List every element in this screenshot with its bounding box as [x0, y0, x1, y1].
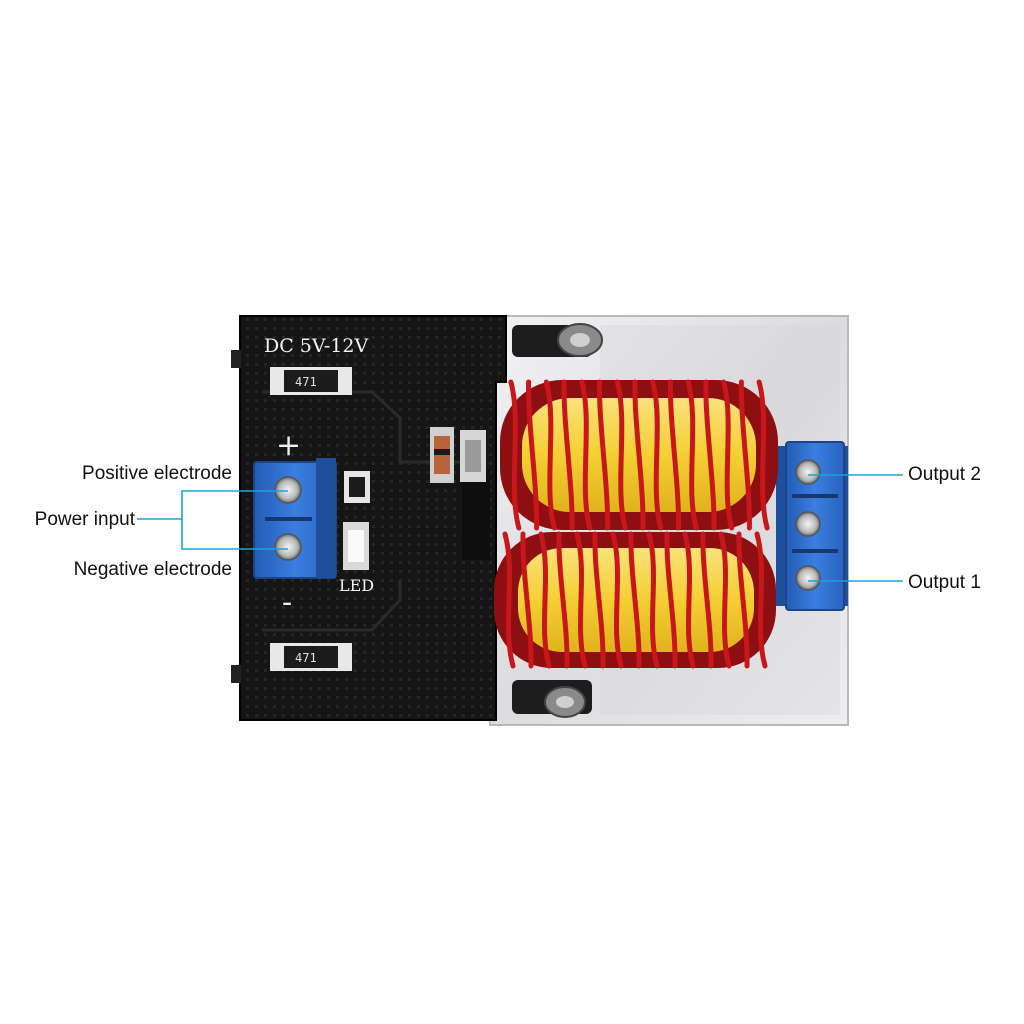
copper-winding [718, 531, 732, 669]
copper-winding [664, 531, 678, 669]
copper-winding [754, 531, 768, 669]
svg-text:471: 471 [295, 375, 317, 389]
copper-winding [574, 531, 588, 669]
smd-resistor-small [344, 471, 370, 503]
power-terminal-block [253, 458, 337, 579]
copper-winding [526, 379, 540, 531]
copper-winding [682, 531, 696, 669]
mosfet-top [512, 323, 603, 357]
diode [430, 427, 454, 483]
copper-winding [736, 531, 750, 669]
output-screw-mid [795, 511, 821, 537]
copper-winding [667, 379, 682, 531]
pcb-board [231, 315, 507, 721]
copper-winding [650, 379, 664, 531]
copper-winding [610, 531, 624, 669]
copper-winding [646, 531, 660, 669]
resistor-top: 471 [270, 367, 352, 395]
toroid-inductor-bottom [494, 531, 776, 669]
led [343, 522, 369, 570]
copper-winding [508, 379, 522, 531]
copper-winding [561, 379, 575, 531]
copper-winding [543, 379, 557, 531]
copper-winding [703, 379, 717, 531]
negative-electrode-label: Negative electrode [73, 559, 232, 580]
svg-text:471: 471 [295, 651, 317, 665]
copper-winding [502, 531, 516, 669]
output-1-label: Output 1 [908, 572, 981, 593]
copper-winding [596, 379, 611, 531]
copper-winding [756, 379, 770, 531]
copper-winding [520, 531, 534, 669]
output-2-label: Output 2 [908, 464, 981, 485]
output-screw-1 [795, 565, 821, 591]
resistor-bottom: 471 [270, 643, 352, 671]
copper-winding [685, 379, 699, 531]
positive-electrode-label: Positive electrode [82, 463, 232, 484]
copper-winding [721, 379, 735, 531]
copper-winding [538, 531, 552, 669]
copper-winding [614, 379, 628, 531]
led-label: LED [339, 576, 374, 595]
mosfet-bottom [512, 680, 592, 718]
plus-marking: + [276, 428, 301, 463]
copper-winding [556, 531, 570, 669]
output-terminal-block [776, 441, 848, 611]
copper-winding [592, 531, 606, 669]
output-screw-2 [795, 459, 821, 485]
positive-screw [274, 476, 302, 504]
copper-winding [628, 531, 642, 669]
minus-marking: - [282, 585, 292, 620]
voltage-label: DC 5V-12V [264, 335, 368, 357]
copper-winding [579, 379, 593, 531]
power-input-label: Power input [34, 509, 135, 530]
copper-winding [700, 531, 714, 669]
negative-screw [274, 533, 302, 561]
leader-lines [137, 474, 903, 582]
copper-winding [738, 379, 752, 531]
capacitor-small [460, 430, 486, 482]
copper-winding [632, 379, 646, 531]
toroid-inductor-top [500, 379, 778, 531]
